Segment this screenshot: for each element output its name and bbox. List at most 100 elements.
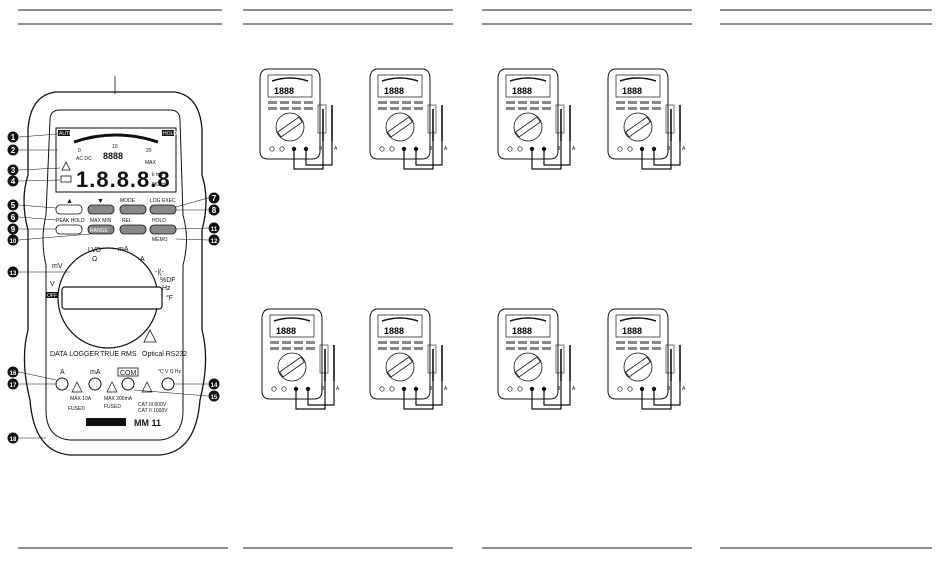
button-mode[interactable] [119,204,147,215]
probe-labels: B A B A B A B A B A B A B A B A [319,146,686,392]
svg-text:6: 6 [11,213,16,222]
thumbnail-5 [261,308,335,410]
callout-13: 13 [7,266,70,278]
jack-ma-label: mA [90,369,101,376]
callout-14: 14 [174,378,220,390]
button-down[interactable] [87,204,115,215]
svg-text:18: 18 [10,437,17,443]
svg-text:7: 7 [212,194,217,203]
svg-text:B: B [429,146,433,152]
lcd-scale-20: 20 [146,148,152,154]
thumbnail-2 [369,68,443,170]
thumbnail-1 [259,68,333,170]
thumbnail-7 [497,308,571,410]
button-maxmin[interactable] [87,224,115,235]
svg-text:17: 17 [10,383,17,389]
up-arrow-label: ▲ [66,198,73,205]
lcd-units-top: k mV [152,172,164,178]
svg-text:8: 8 [212,206,217,215]
jack-v-label: °C V Ω Hz [158,369,181,375]
svg-text:B: B [319,146,323,152]
lcd-hold: HOLD [163,131,177,137]
jack-v[interactable] [161,377,175,391]
svg-text:11: 11 [211,227,218,233]
dial-pct-df: %DF [160,277,176,284]
lcd-acdc: AC DC [76,156,92,162]
jack-a-label: A [60,369,65,376]
memo-label: MEMO [152,237,168,243]
button-peak[interactable] [55,224,83,235]
button-panel [55,204,177,235]
down-arrow-label: ▼ [97,198,104,205]
lcd-units-bottom: MΩ Hz [152,182,168,188]
dial-mv: mV [52,263,63,270]
dial-off: OFF [47,293,57,299]
jack-com[interactable] [121,377,135,391]
jack-a[interactable] [55,377,69,391]
callout-8: 8 [176,204,220,216]
button-log[interactable] [149,204,177,215]
svg-text:3: 3 [11,166,16,175]
callout-11: 11 [175,222,220,234]
callout-5: 5 [7,199,57,211]
cat2-label: CAT II 1000V [138,408,168,414]
callout-15: 15 [133,389,220,402]
cat-label: CAT III 600V [138,402,167,408]
warning-icon [141,381,153,393]
svg-text:A: A [444,386,448,392]
connection-thumbnails [259,68,681,410]
svg-text:A: A [336,386,340,392]
range-label: RANGE [90,228,108,234]
svg-text:B: B [667,146,671,152]
dial-ohm: Ω [92,256,97,263]
callout-18: 18 [7,432,46,444]
button-hold[interactable] [149,224,177,235]
jack-ma[interactable] [88,377,102,391]
svg-text:A: A [572,386,576,392]
svg-text:10: 10 [10,239,17,245]
svg-text:B: B [557,146,561,152]
svg-text:A: A [444,146,448,152]
battery-icon [60,175,72,183]
lcd-big-digits: 1.8.8.8.8 [76,167,171,192]
button-up[interactable] [55,204,83,215]
button-rel[interactable] [119,224,147,235]
svg-text:B: B [557,386,561,392]
callout-12: 12 [175,234,220,246]
svg-text:A: A [682,386,686,392]
max-ma-label: MAX 200mA [104,396,133,402]
log-label: LOG EXEC [150,198,176,204]
fused-1-label: FUSED [68,406,85,412]
callout-2: 2 [7,144,58,156]
hold-label: HOLD [152,218,166,224]
brand-logo [86,418,126,426]
lcd-max: MAX [145,160,157,166]
thumbnail-3 [497,68,571,170]
thumbnail-4 [607,68,681,170]
callout-1: 1 [7,131,59,143]
svg-text:14: 14 [211,383,218,389]
dial-degf: °F [166,294,173,302]
max-10a-label: MAX 10A [70,396,92,402]
svg-text:4: 4 [11,177,16,186]
model-label: MM 11 [134,418,161,428]
callouts: 1 2 3 4 5 6 9 10 7 8 11 12 13 16 17 14 1… [7,131,220,444]
callout-16: 16 [7,366,57,381]
svg-text:A: A [682,146,686,152]
dial-cap: -|(- [155,269,164,276]
callout-4: 4 [7,175,61,187]
svg-text:B: B [667,386,671,392]
callout-17: 17 [7,378,56,390]
dial-knob[interactable] [61,286,163,310]
svg-text:B: B [321,386,325,392]
maxmin-label: MAX MIN [90,218,112,224]
svg-text:B: B [429,386,433,392]
warning-icon [61,161,71,171]
multimeter-diagram: AUTO HOLD 0 10 20 AC DC 8888 MAX 1.8.8.8… [7,76,220,456]
optical-label: Optical RS232 [142,351,187,358]
svg-text:2: 2 [11,146,16,155]
dial-hz: Hz [162,285,171,292]
true-rms-label: TRUE RMS [100,351,137,358]
thumbnail-6 [369,308,443,410]
